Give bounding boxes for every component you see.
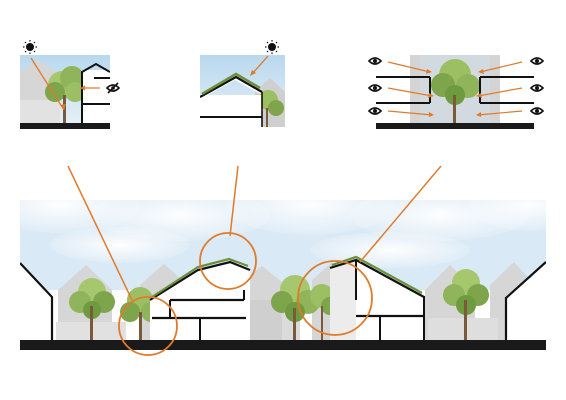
panel1-roof-edge xyxy=(81,62,110,127)
panel2-sun-ray xyxy=(251,55,269,75)
callout-lines xyxy=(67,165,442,301)
building-left-edge xyxy=(20,262,54,340)
building-right-edge xyxy=(504,261,546,340)
panel3-ground xyxy=(376,123,534,129)
detail-panel-sun-and-view xyxy=(20,40,121,129)
eye-icon xyxy=(529,84,545,92)
detail-panel-visual-links xyxy=(367,55,545,129)
sun-icon xyxy=(23,40,37,54)
green-roof-one xyxy=(151,257,249,298)
eye-icon xyxy=(367,107,383,115)
eye-icon xyxy=(529,107,545,115)
eye-icon xyxy=(367,57,383,65)
clouds xyxy=(20,175,546,268)
detail-panel-green-roof xyxy=(200,40,285,127)
panel1-interior xyxy=(82,70,110,127)
panel2-tree xyxy=(258,90,284,127)
eye-icon xyxy=(529,57,545,65)
panel1-ground xyxy=(20,123,110,129)
panel3-floor-lines xyxy=(376,76,534,104)
hidden-eye-icon xyxy=(105,82,121,94)
callout-roof-circle xyxy=(199,232,257,290)
panel2-green-roof xyxy=(201,72,261,96)
panel3-view-arrows xyxy=(387,61,523,116)
tree-right xyxy=(443,269,489,340)
house-two xyxy=(329,255,425,340)
panel3-tree xyxy=(431,59,480,127)
main-section xyxy=(20,165,546,356)
tree-left xyxy=(69,278,115,340)
callout-gallery-circle xyxy=(297,260,373,336)
callout-courtyard-circle xyxy=(118,296,178,356)
main-ground xyxy=(20,340,546,350)
house-one xyxy=(149,257,251,340)
eye-icon xyxy=(367,84,383,92)
panel1-wall xyxy=(20,100,60,127)
green-roof-two xyxy=(331,255,423,294)
panel1-sun-ray xyxy=(30,57,65,111)
panel2-roof-line xyxy=(200,75,263,98)
sun-icon xyxy=(265,40,279,54)
